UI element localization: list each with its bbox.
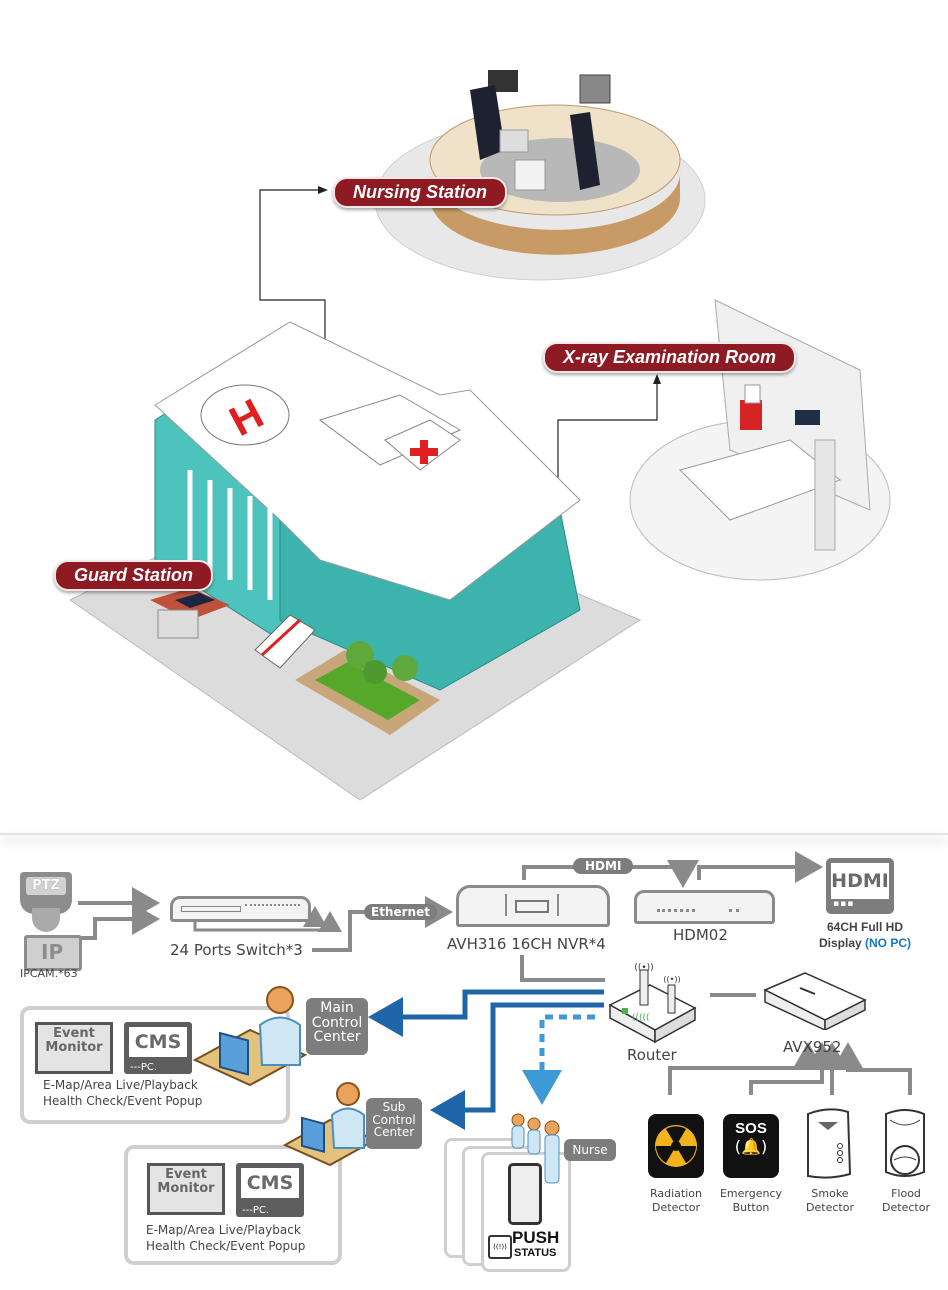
main-operator-icon	[192, 986, 308, 1087]
tablet-icon	[508, 1163, 542, 1225]
nvr-device-icon	[456, 885, 610, 927]
network-lines	[78, 851, 912, 1130]
ptz-camera-icon: PTZ	[20, 872, 72, 914]
display-caption: 64CH Full HD Display (NO PC)	[818, 920, 912, 950]
router-caption: Router	[627, 1046, 677, 1064]
sub-operator-icon	[282, 1082, 378, 1167]
ethernet-tag: Ethernet	[364, 904, 437, 920]
svg-text:((•)): ((•))	[663, 975, 680, 984]
avx952-device-icon	[763, 972, 867, 1030]
no-pc-highlight: (NO PC)	[865, 935, 912, 950]
nvr-to-router-line	[520, 955, 605, 982]
main-cms-pc-icon: CMS ---PC.	[124, 1022, 192, 1074]
hdmi-display-icon: HDMI ▪▪▪	[826, 858, 894, 914]
nursing-station-label: Nursing Station	[333, 177, 507, 208]
nurses-icon	[511, 1113, 560, 1184]
radiation-detector-icon	[648, 1114, 704, 1178]
ip-camera-icon: IP	[24, 935, 82, 971]
avx952-caption: AVX952	[783, 1038, 842, 1056]
network-switch-icon	[170, 896, 311, 922]
red-cross-icon	[410, 440, 438, 464]
router-icon: ((•)) ((•)) (((((	[608, 963, 697, 1044]
section-divider	[0, 833, 948, 835]
ptz-label: PTZ	[26, 877, 66, 895]
flood-detector-icon	[885, 1109, 925, 1177]
hdm02-to-display-line	[697, 851, 823, 883]
xray-room-label: X-ray Examination Room	[543, 342, 797, 373]
nursing-station-illustration	[374, 70, 706, 281]
hdm02-caption: HDM02	[673, 926, 728, 944]
garden	[295, 641, 440, 735]
hdm02-device-icon	[634, 890, 775, 924]
ip-to-switch-line	[80, 903, 160, 940]
main-control-center-label: Main Control Center	[306, 998, 368, 1055]
emergency-button-icon: SOS (🔔)	[723, 1114, 779, 1178]
smoke-detector-icon	[807, 1108, 852, 1179]
ip-label: IP	[41, 940, 64, 964]
sub-control-center-label: Sub Control Center	[366, 1098, 422, 1149]
hospital-building: H	[154, 321, 581, 691]
ambulance	[254, 614, 316, 669]
router-to-nurse-line	[522, 1014, 595, 1105]
switch-caption: 24 Ports Switch*3	[170, 941, 303, 959]
guard-booth	[150, 588, 230, 639]
svg-text:((•)): ((•))	[634, 963, 653, 973]
svg-text:(((((: (((((	[632, 1013, 650, 1023]
nvr-caption: AVH316 16CH NVR*4	[447, 935, 606, 953]
sub-center-features: E-Map/Area Live/Playback Health Check/Ev…	[146, 1223, 306, 1253]
hdmi-tag: HDMI	[573, 858, 634, 874]
router-to-sub-center-line	[430, 1002, 604, 1130]
push-status-card: ((!)) PUSH STATUS	[481, 1152, 571, 1272]
sub-event-monitor-icon: Event Monitor	[147, 1163, 225, 1215]
bell-icon: (🔔)	[734, 1137, 768, 1156]
push-alert-icon: ((!))	[488, 1235, 512, 1259]
ipcam-caption: IPCAM.*63	[20, 967, 78, 980]
hospital-scene: H	[69, 70, 891, 801]
nurse-label: Nurse	[564, 1139, 616, 1161]
sub-cms-pc-icon: CMS ---PC.	[236, 1163, 304, 1217]
guard-station-label: Guard Station	[54, 560, 214, 591]
router-to-main-center-line	[368, 989, 604, 1037]
main-event-monitor-icon: Event Monitor	[35, 1022, 113, 1074]
main-center-features: E-Map/Area Live/Playback Health Check/Ev…	[43, 1078, 203, 1108]
